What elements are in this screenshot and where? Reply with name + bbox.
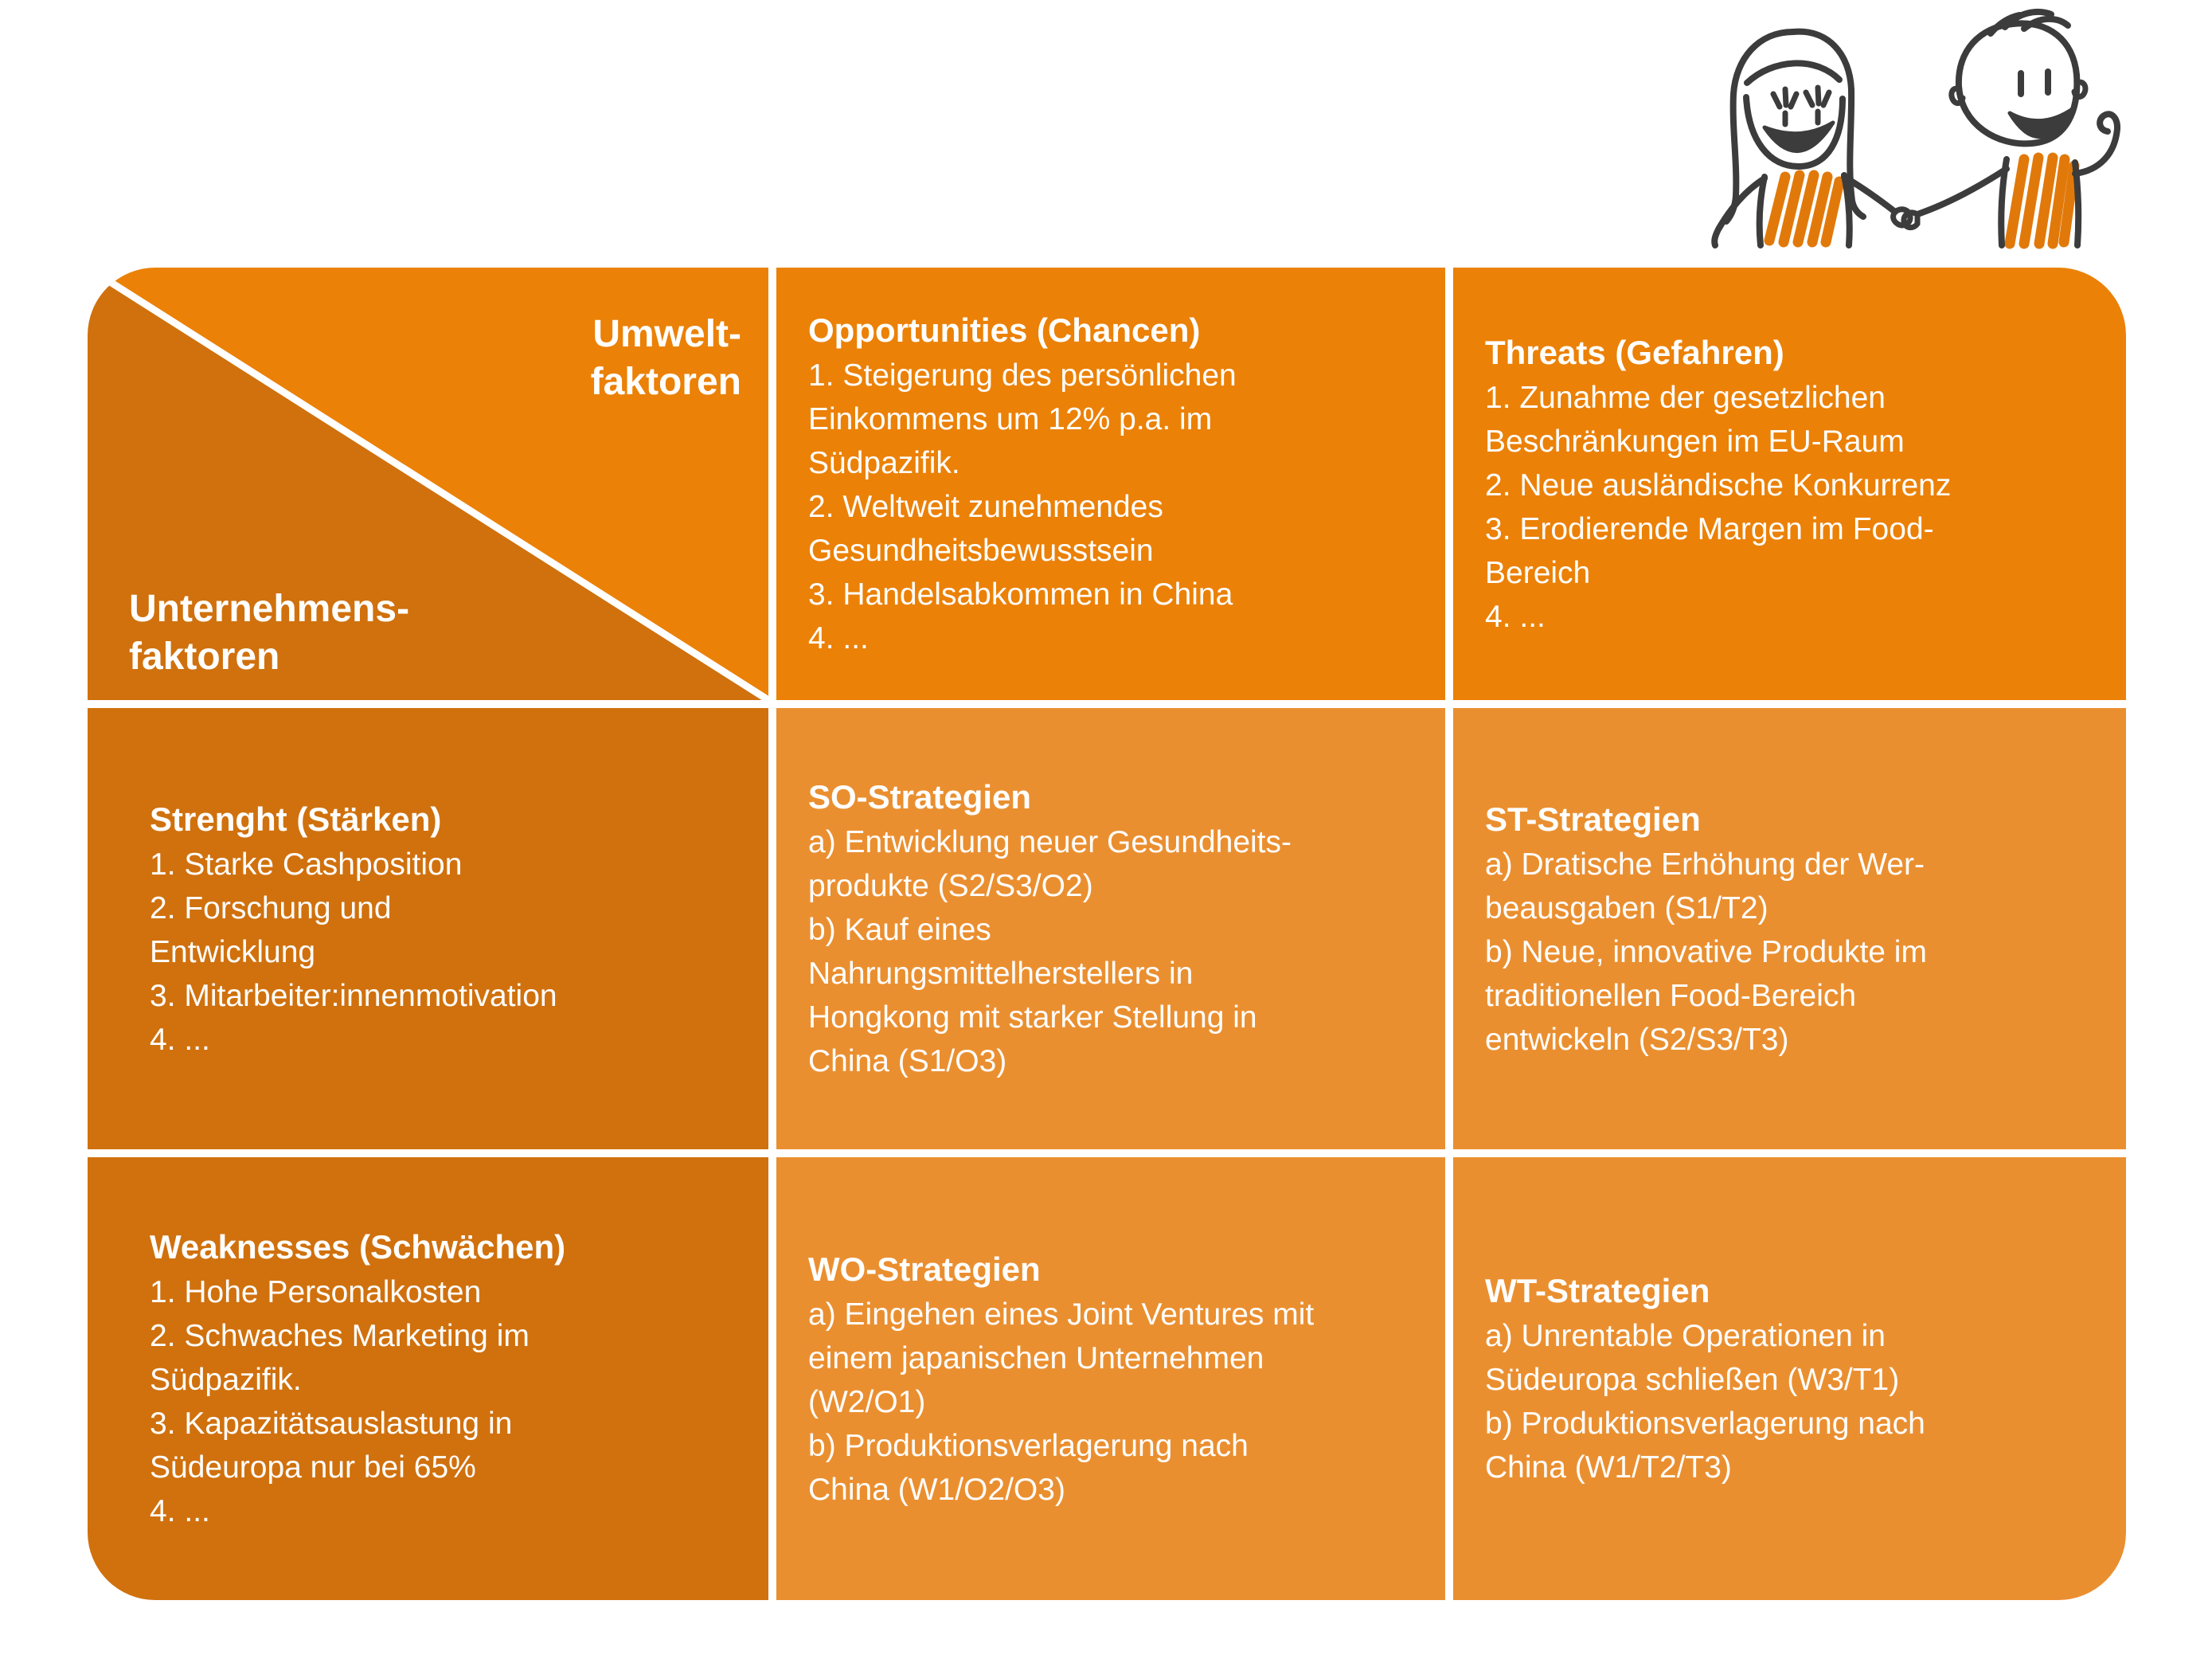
list-item: b) Produktionsverlagerung nach China (W1… xyxy=(808,1428,1249,1507)
list-item: 3. Erodierende Margen im Food- Bereich xyxy=(1485,511,1934,590)
list-item: 2. Neue ausländische Konkurrenz xyxy=(1485,468,1952,503)
handshake-illustration xyxy=(1711,9,2121,249)
cell-weaknesses: Weaknesses (Schwächen) 1. Hohe Personalk… xyxy=(88,1157,768,1600)
cell-so-strategies: SO-Strategien a) Entwicklung neuer Gesun… xyxy=(776,708,1445,1149)
list-item: 3. Kapazitätsauslastung in Südeuropa nur… xyxy=(150,1407,513,1485)
cell-opportunities: Opportunities (Chancen) 1. Steigerung de… xyxy=(776,268,1445,700)
strengths-title: Strenght (Stärken) xyxy=(150,800,442,838)
st-strategies-title: ST-Strategien xyxy=(1485,800,1701,838)
opportunities-title: Opportunities (Chancen) xyxy=(808,311,1201,349)
environment-factors-label: Umwelt- faktoren xyxy=(590,313,741,403)
cell-wt-strategies: WT-Strategien a) Unrentable Operationen … xyxy=(1453,1157,2126,1600)
diagonal-divider xyxy=(88,268,768,700)
cell-st-strategies: ST-Strategien a) Dratische Erhöhung der … xyxy=(1453,708,2126,1149)
list-item: 1. Zunahme der gesetzlichen Beschränkung… xyxy=(1485,380,1905,459)
list-item: 4. ... xyxy=(808,621,869,655)
wo-strategies-title: WO-Strategien xyxy=(808,1250,1041,1288)
company-factors-label: Unternehmens- faktoren xyxy=(129,588,410,678)
cell-factors-corner: Umwelt- faktoren Unternehmens- faktoren xyxy=(88,268,768,700)
list-item: 4. ... xyxy=(150,1022,210,1057)
list-item: 1. Hohe Personalkosten xyxy=(150,1275,482,1309)
list-item: a) Unrentable Operationen in Südeuropa s… xyxy=(1485,1319,1900,1397)
cell-threats: Threats (Gefahren) 1. Zunahme der gesetz… xyxy=(1453,268,2126,700)
list-item: 1. Steigerung des persönlichen Einkommen… xyxy=(808,358,1237,480)
list-item: 3. Mitarbeiter:innenmotivation xyxy=(150,978,557,1013)
wt-strategies-title: WT-Strategien xyxy=(1485,1272,1710,1309)
list-item: 2. Schwaches Marketing im Südpazifik. xyxy=(150,1319,530,1397)
cell-strengths: Strenght (Stärken) 1. Starke Cashpositio… xyxy=(88,708,768,1149)
swot-matrix: Umwelt- faktoren Unternehmens- faktoren … xyxy=(88,268,2126,1601)
woman-figure xyxy=(1711,28,1913,248)
list-item: b) Kauf eines Nahrungsmittelherstellers … xyxy=(808,913,1257,1078)
list-item: b) Produktionsverlagerung nach China (W1… xyxy=(1485,1407,1925,1485)
threats-title: Threats (Gefahren) xyxy=(1485,333,1784,371)
list-item: a) Dratische Erhöhung der Wer- beausgabe… xyxy=(1485,847,1925,925)
list-item: b) Neue, innovative Produkte im traditio… xyxy=(1485,934,1927,1057)
weaknesses-title: Weaknesses (Schwächen) xyxy=(150,1228,566,1266)
list-item: 2. Forschung und Entwicklung xyxy=(150,890,392,969)
list-item: a) Entwicklung neuer Gesundheits- produk… xyxy=(808,825,1292,903)
list-item: a) Eingehen eines Joint Ventures mit ein… xyxy=(808,1297,1315,1419)
list-item: 2. Weltweit zunehmendes Gesundheitsbewus… xyxy=(808,490,1163,568)
man-figure xyxy=(1901,9,2121,249)
so-strategies-title: SO-Strategien xyxy=(808,778,1032,816)
list-item: 3. Handelsabkommen in China xyxy=(808,577,1233,612)
list-item: 4. ... xyxy=(1485,599,1546,634)
cell-wo-strategies: WO-Strategien a) Eingehen eines Joint Ve… xyxy=(776,1157,1445,1600)
list-item: 4. ... xyxy=(150,1494,210,1528)
list-item: 1. Starke Cashposition xyxy=(150,847,463,882)
